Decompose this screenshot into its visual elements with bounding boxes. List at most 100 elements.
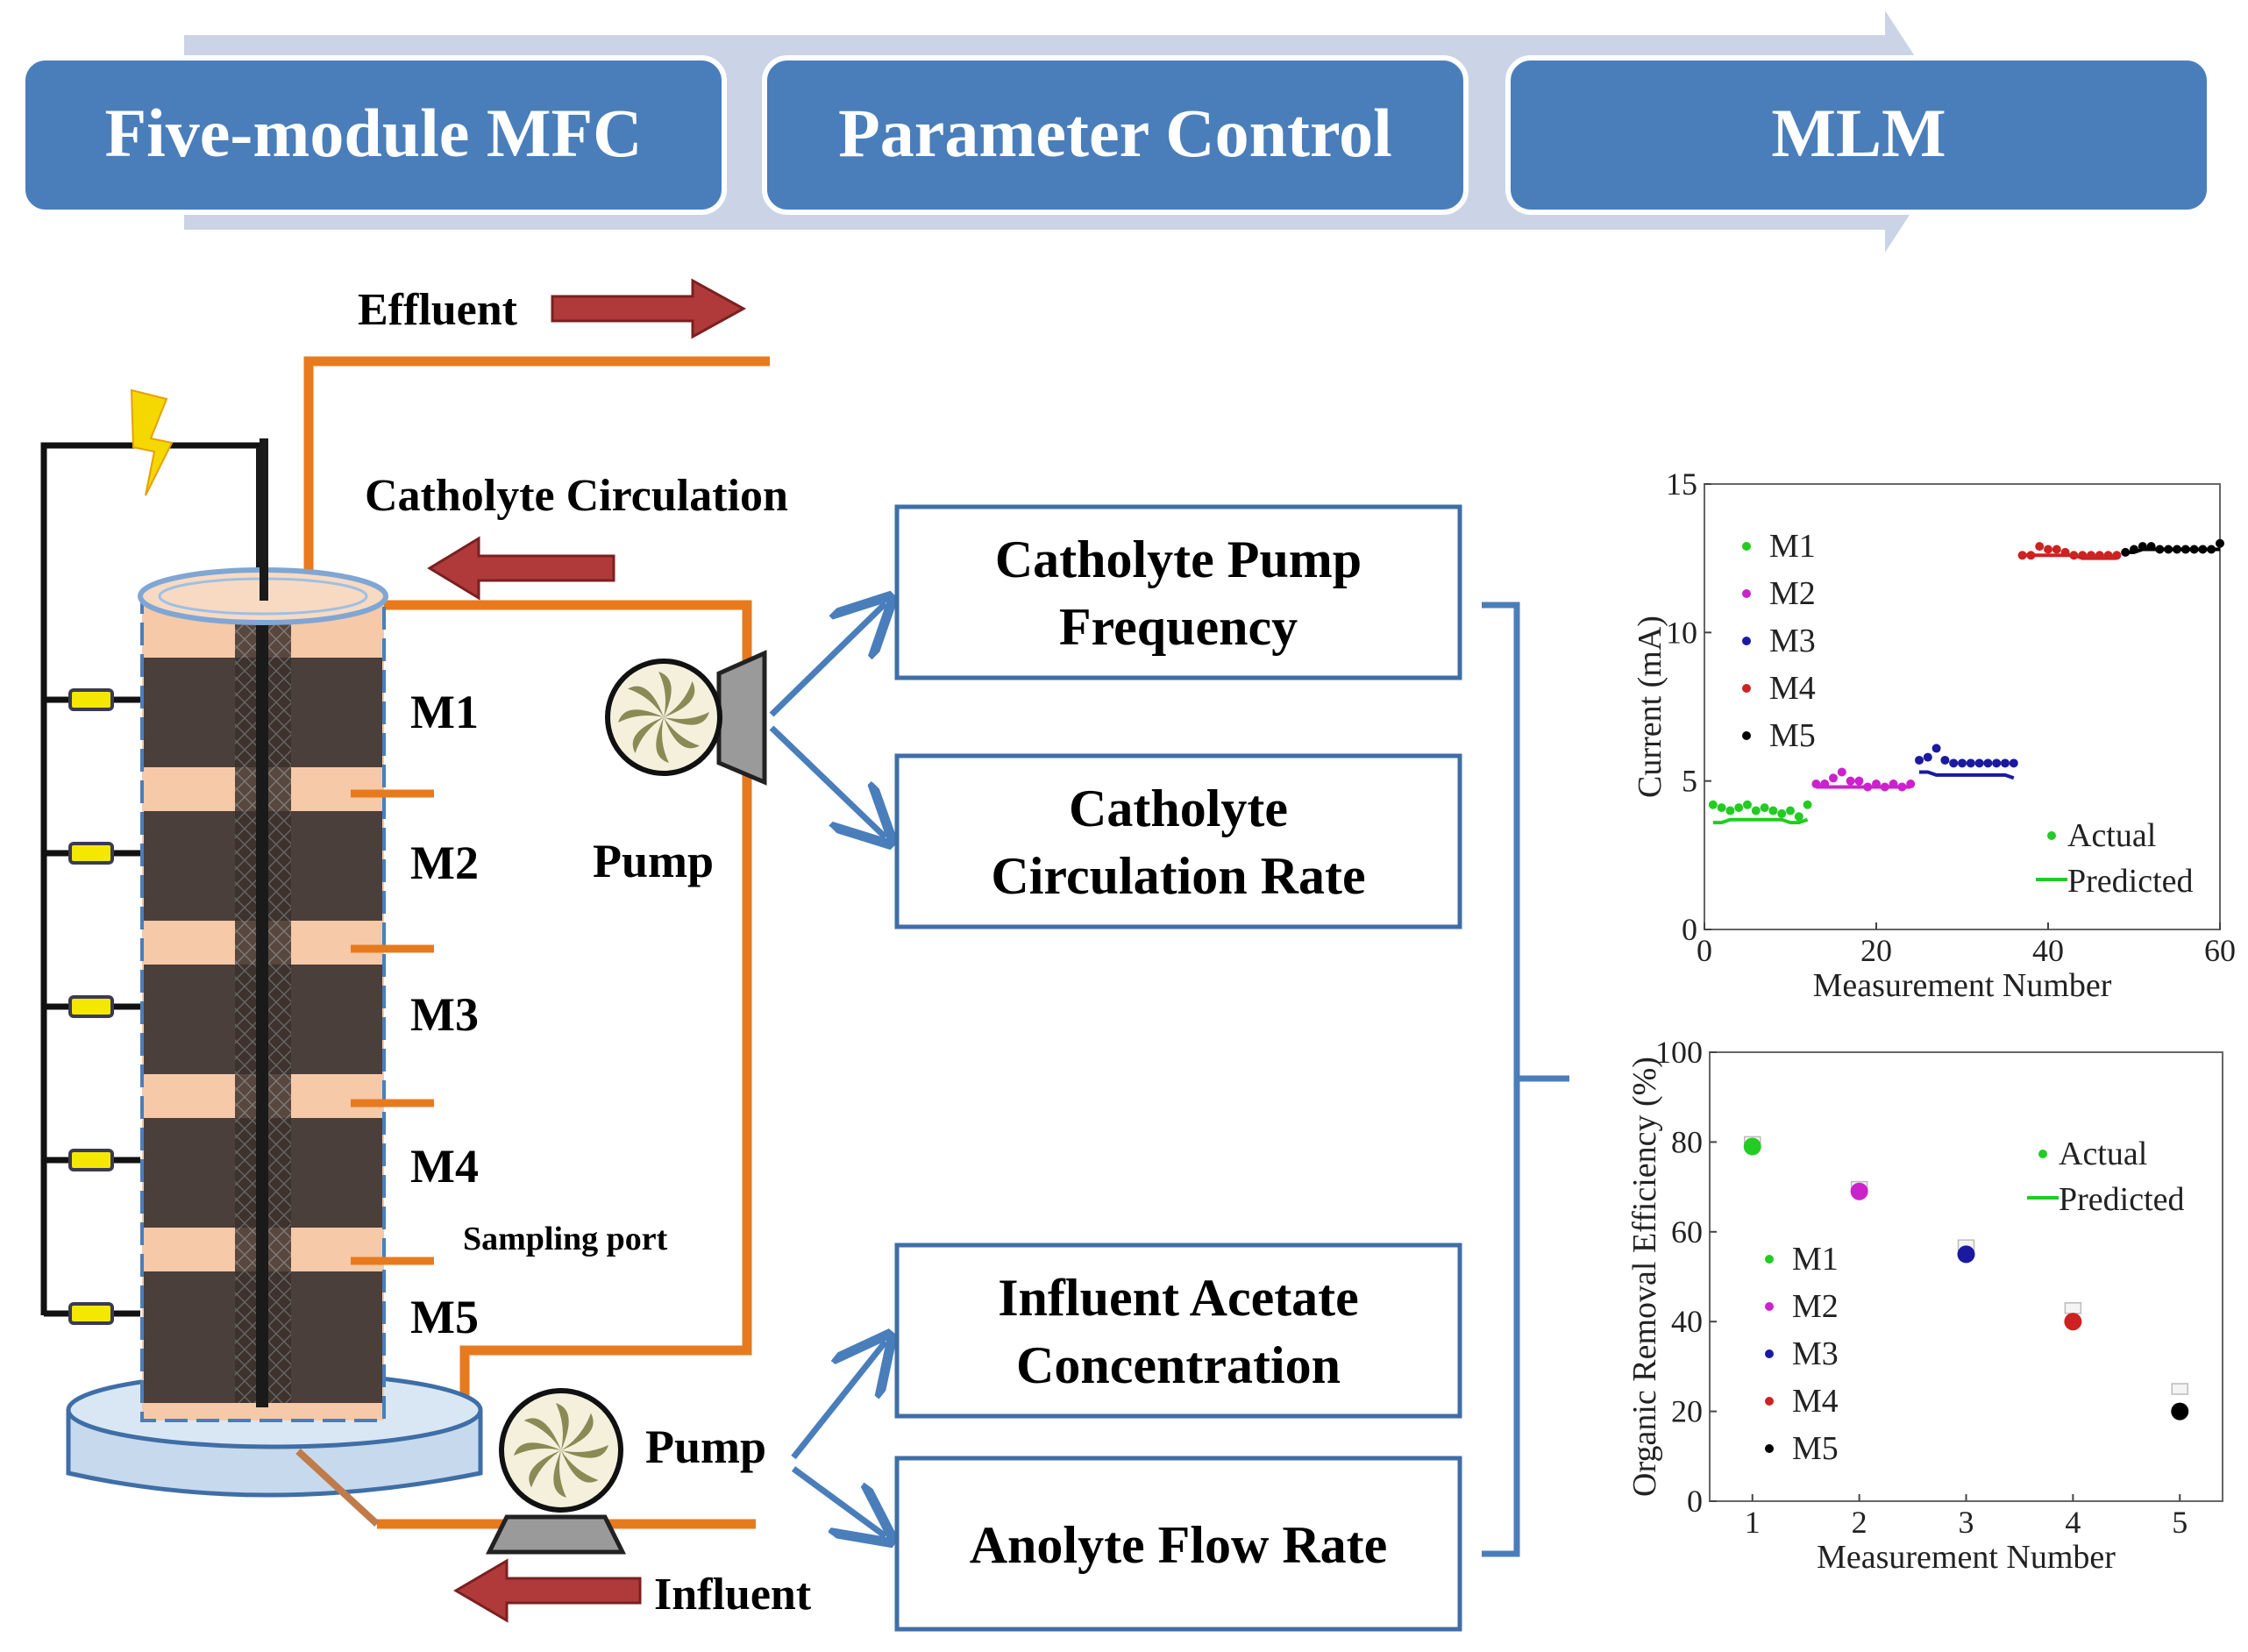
param-box-2-line2: Circulation Rate <box>991 847 1365 905</box>
actual-point-m4 <box>2035 542 2045 552</box>
x-tick-label: 0 <box>1697 933 1712 968</box>
module-label-m3: M3 <box>410 988 479 1041</box>
actual-point-m4 <box>2060 547 2070 557</box>
catholyte-circulation-arrow-icon <box>427 536 615 601</box>
x-tick-label: 1 <box>1745 1505 1761 1540</box>
actual-point-m1 <box>1708 800 1718 809</box>
legend-label-m4: M4 <box>1792 1383 1839 1420</box>
predicted-line-m1 <box>1712 817 1809 825</box>
actual-point-m2 <box>1811 780 1821 789</box>
pump-top-label: Pump <box>593 835 714 887</box>
legend-marker-m4 <box>1765 1397 1774 1406</box>
legend-predicted-label: Predicted <box>2067 863 2194 900</box>
legend-label-m3: M3 <box>1769 623 1816 659</box>
actual-point-m3 <box>1958 758 1967 768</box>
module-label-m4: M4 <box>410 1140 479 1193</box>
actual-point-m5 <box>2198 545 2208 554</box>
legend-marker-m2 <box>1742 589 1751 598</box>
legend-marker-m1 <box>1765 1255 1774 1264</box>
y-axis-label: Organic Removal Efficiency (%) <box>1626 1057 1663 1497</box>
legend-marker-m3 <box>1765 1349 1774 1358</box>
actual-point-m2 <box>1889 780 1898 789</box>
actual-point-m3 <box>1923 752 1932 762</box>
x-tick-label: 40 <box>2032 933 2064 968</box>
resistor-icon <box>68 1302 114 1325</box>
banner-step-2: Parameter Control <box>762 55 1469 215</box>
legend-label-m2: M2 <box>1769 575 1816 612</box>
actual-point-m4 <box>2026 551 2036 560</box>
module-label-m2: M2 <box>410 837 479 889</box>
reactor-column <box>138 438 388 1422</box>
y-tick-label: 80 <box>1671 1124 1703 1159</box>
param-arrow-4 <box>791 1466 886 1536</box>
legend-marker-m5 <box>1765 1444 1774 1453</box>
actual-point-m2 <box>1854 776 1864 786</box>
actual-point-m1 <box>1734 803 1744 813</box>
actual-point-m4 <box>2095 551 2104 560</box>
anolyte-return-tube <box>295 1449 380 1527</box>
actual-point-m3 <box>1940 755 1950 765</box>
module-label-m1: M1 <box>410 686 479 738</box>
actual-point-m2 <box>1897 782 1907 792</box>
actual-point-m5 <box>2189 545 2199 554</box>
actual-point-m3 <box>1974 758 1984 768</box>
predicted-line-m3 <box>1919 770 2015 780</box>
y-tick-label: 100 <box>1655 1035 1703 1070</box>
effluent-arrow-icon <box>551 278 747 339</box>
param-arrow-3 <box>791 1342 886 1460</box>
reactor: Effluent Catholyte Circulation <box>40 278 812 1623</box>
param-box-2-line1: Catholyte <box>1069 780 1288 837</box>
actual-point-m2 <box>1880 782 1889 792</box>
effluent-label: Effluent <box>358 285 518 335</box>
actual-point-m4 <box>2017 551 2027 560</box>
param-box-3-line2: Concentration <box>1016 1336 1341 1394</box>
actual-point-m1 <box>1786 806 1795 815</box>
plot-area <box>1709 1051 2223 1502</box>
current-collector-rod <box>256 447 268 1407</box>
actual-point-m4 <box>2052 545 2061 554</box>
pump-bottom-label: Pump <box>645 1421 766 1473</box>
anolyte-pump-icon <box>485 1388 627 1555</box>
actual-point-m5 <box>2146 542 2156 552</box>
actual-point-m4 <box>2069 551 2079 560</box>
actual-point-m3 <box>1931 744 1941 753</box>
y-tick-label: 60 <box>1671 1214 1703 1250</box>
resistor-icon <box>68 1149 114 1171</box>
legend-label-m5: M5 <box>1769 717 1816 754</box>
actual-point-m1 <box>1725 806 1735 815</box>
actual-point-m1 <box>1760 803 1769 813</box>
y-tick-label: 15 <box>1666 466 1697 502</box>
param-box-4-line1: Anolyte Flow Rate <box>970 1516 1388 1574</box>
plot-area <box>1704 483 2221 930</box>
predicted-marker-m5 <box>2171 1383 2188 1395</box>
actual-point-m1 <box>1794 812 1803 822</box>
actual-point-m1 <box>1768 806 1778 815</box>
catholyte-pump-icon <box>605 650 767 786</box>
param-box-anolyte-flow-rate: Anolyte Flow Rate <box>894 1456 1462 1632</box>
legend-marker-m4 <box>1742 684 1751 693</box>
banner-step-1: Five-module MFC <box>20 55 727 215</box>
banner-step-1-label: Five-module MFC <box>104 95 642 171</box>
x-tick-label: 3 <box>1959 1505 1974 1540</box>
actual-point-m3 <box>1949 758 1959 768</box>
actual-point-m1 <box>1777 808 1787 818</box>
legend-actual-marker <box>2038 1150 2047 1158</box>
legend-predicted-label: Predicted <box>2059 1181 2185 1218</box>
banner-step-2-label: Parameter Control <box>838 95 1392 171</box>
y-axis-label: Current (mA) <box>1632 616 1668 798</box>
x-tick-label: 20 <box>1860 933 1892 968</box>
y-tick-label: 0 <box>1682 912 1697 947</box>
actual-point-m2 <box>1837 767 1846 777</box>
param-arrow-2 <box>769 725 886 837</box>
x-axis-label: Measurement Number <box>1817 1539 2116 1576</box>
x-tick-label: 4 <box>2065 1505 2081 1540</box>
resistor-icon <box>68 995 114 1018</box>
legend-actual-label: Actual <box>2059 1136 2147 1172</box>
x-tick-label: 60 <box>2204 933 2236 968</box>
param-box-catholyte-pump-frequency: Catholyte Pump Frequency <box>894 504 1462 680</box>
legend-label-m3: M3 <box>1792 1335 1839 1372</box>
catholyte-circulation-label: Catholyte Circulation <box>365 471 788 521</box>
